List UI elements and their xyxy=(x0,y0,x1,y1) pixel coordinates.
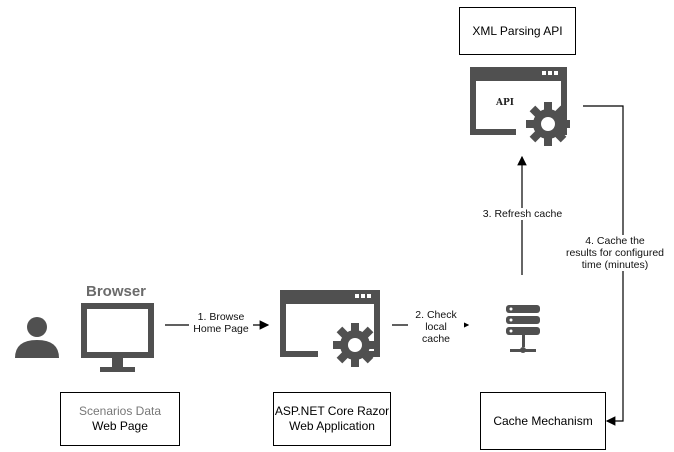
scenarios-data-box: Scenarios Data Web Page xyxy=(60,392,180,446)
edge-label-check-3: cache xyxy=(421,333,451,345)
api-text: API xyxy=(495,98,514,108)
xml-parsing-api-label: XML Parsing API xyxy=(472,23,563,38)
monitor-icon xyxy=(81,303,154,372)
razor-app-label-2: Web Application xyxy=(289,419,375,433)
scenarios-data-label: Scenarios Data xyxy=(78,404,162,418)
razor-app-box: ASP.NET Core Razor Web Application xyxy=(273,392,391,446)
cache-mechanism-label: Cache Mechanism xyxy=(493,413,593,428)
cache-mechanism-box: Cache Mechanism xyxy=(480,392,606,450)
web-app-window-icon xyxy=(280,290,380,367)
browser-title: Browser xyxy=(86,283,147,300)
edge-label-refresh-text: 3. Refresh cache xyxy=(482,208,563,220)
razor-app-label-1: ASP.NET Core Razor xyxy=(274,404,390,418)
server-icon xyxy=(506,305,540,353)
edge-label-check-1: 2. Check xyxy=(415,309,457,321)
web-page-label: Web Page xyxy=(92,419,148,433)
edge-label-cache-results-1: 4. Cache the xyxy=(585,235,645,247)
edge-label-cache-results: 4. Cache the results for configured time… xyxy=(563,235,667,271)
api-window-icon: API xyxy=(470,67,570,146)
user-icon xyxy=(15,317,59,358)
edge-label-cache-results-3: time (minutes) xyxy=(581,259,649,271)
edge-label-cache-results-2: results for configured xyxy=(565,247,665,259)
edge-label-browse: 1. Browse Home Page xyxy=(189,311,253,335)
edge-label-check-2: local xyxy=(425,321,447,333)
xml-parsing-api-box: XML Parsing API xyxy=(459,7,576,55)
edge-label-refresh: 3. Refresh cache xyxy=(475,208,570,220)
edge-label-browse-1: 1. Browse xyxy=(197,311,245,323)
edge-label-browse-2: Home Page xyxy=(193,323,249,335)
edge-label-check: 2. Check local cache xyxy=(408,309,464,345)
